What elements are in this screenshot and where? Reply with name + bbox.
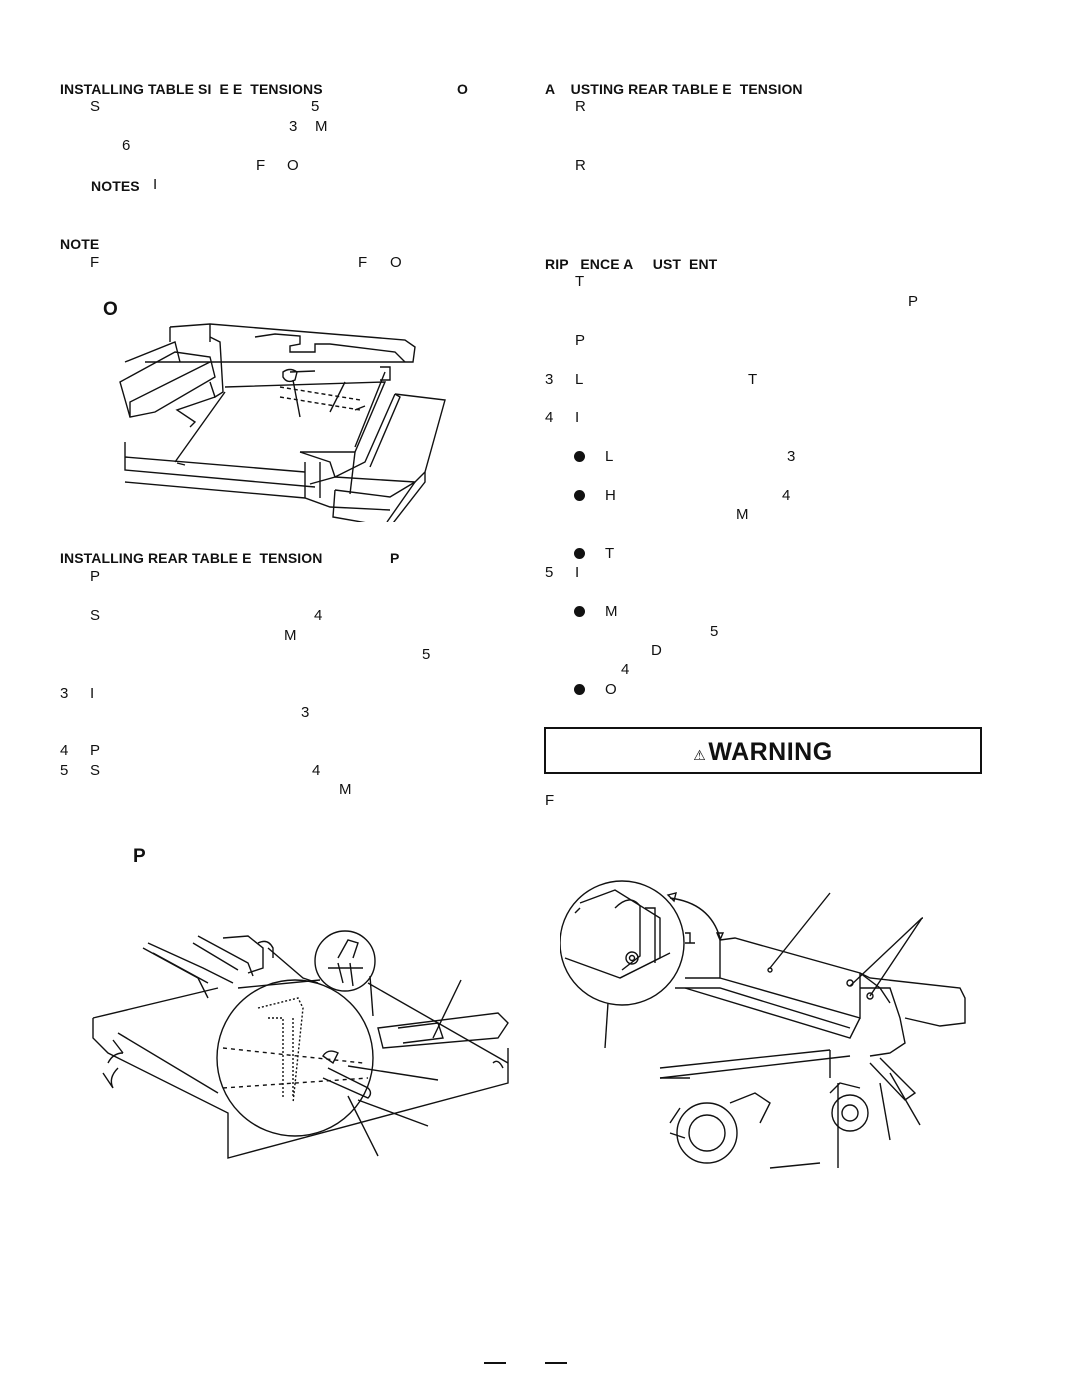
- step-number: 3: [60, 685, 69, 702]
- text-fragment: 5: [422, 646, 431, 663]
- side-extension-illustration: [119, 323, 446, 522]
- notes-label: NOTES: [91, 178, 140, 194]
- text-fragment: I: [575, 409, 580, 426]
- text-fragment: F: [358, 254, 368, 271]
- text-fragment: 3: [301, 704, 310, 721]
- figure-2-title: P: [133, 846, 146, 867]
- text-fragment: I: [575, 564, 580, 581]
- step-number: 3: [545, 371, 554, 388]
- note-label: NOTE: [60, 236, 100, 252]
- text-fragment: F: [545, 792, 555, 809]
- text-fragment: S: [90, 762, 101, 779]
- text-fragment: 4: [314, 607, 323, 624]
- text-fragment: L: [605, 448, 614, 465]
- text-fragment: 5: [710, 623, 719, 640]
- text-fragment: 4: [312, 762, 321, 779]
- side-extensions-heading: INSTALLING TABLE SI E E TENSIONS: [60, 81, 323, 97]
- bullet-icon: [574, 451, 585, 462]
- text-fragment: M: [736, 506, 749, 523]
- text-fragment: F: [256, 157, 266, 174]
- text-fragment: M: [315, 118, 328, 135]
- step-number: 5: [60, 762, 69, 779]
- text-fragment: T: [605, 545, 615, 562]
- step-number: 5: [545, 564, 554, 581]
- text-fragment: O: [605, 681, 617, 698]
- text-fragment: H: [605, 487, 616, 504]
- text-fragment: 4: [621, 661, 630, 678]
- rear-extension-heading-tail: P: [390, 550, 400, 566]
- text-fragment: O: [287, 157, 299, 174]
- warning-label: WARNING: [708, 738, 833, 766]
- step-number: 4: [60, 742, 69, 759]
- text-fragment: 4: [782, 487, 791, 504]
- page-number-rule: [484, 1362, 506, 1364]
- text-fragment: M: [284, 627, 297, 644]
- side-extensions-heading-tail: O: [457, 81, 468, 97]
- bullet-icon: [574, 490, 585, 501]
- text-fragment: R: [575, 157, 586, 174]
- text-fragment: F: [90, 254, 100, 271]
- text-fragment: D: [651, 642, 662, 659]
- step-number: 4: [545, 409, 554, 426]
- figure-1-title: O: [103, 299, 118, 320]
- text-fragment: M: [605, 603, 618, 620]
- bullet-icon: [574, 684, 585, 695]
- text-fragment: I: [90, 685, 95, 702]
- text-fragment: P: [575, 332, 586, 349]
- text-fragment: P: [90, 568, 101, 585]
- text-fragment: 6: [122, 137, 131, 154]
- text-fragment: L: [575, 371, 584, 388]
- text-fragment: T: [748, 371, 758, 388]
- rear-extension-illustration: [92, 930, 509, 1159]
- bullet-icon: [574, 548, 585, 559]
- rear-extension-heading: INSTALLING REAR TABLE E TENSION: [60, 550, 323, 566]
- text-fragment: O: [390, 254, 402, 271]
- rip-fence-illustration: [560, 880, 966, 1169]
- text-fragment: I: [153, 176, 158, 193]
- text-fragment: S: [90, 607, 101, 624]
- text-fragment: 3: [289, 118, 298, 135]
- text-fragment: S: [90, 98, 101, 115]
- rip-fence-adjustment-heading: RIP ENCE A UST ENT: [545, 256, 718, 272]
- bullet-icon: [574, 606, 585, 617]
- text-fragment: 5: [311, 98, 320, 115]
- adjusting-rear-extension-heading: A USTING REAR TABLE E TENSION: [545, 81, 803, 97]
- text-fragment: P: [90, 742, 101, 759]
- page-number-rule: [545, 1362, 567, 1364]
- warning-box: ⚠WARNING: [544, 727, 982, 774]
- text-fragment: T: [575, 273, 585, 290]
- warning-triangle-icon: ⚠: [693, 747, 707, 763]
- text-fragment: 3: [787, 448, 796, 465]
- text-fragment: P: [908, 293, 919, 310]
- text-fragment: R: [575, 98, 586, 115]
- text-fragment: M: [339, 781, 352, 798]
